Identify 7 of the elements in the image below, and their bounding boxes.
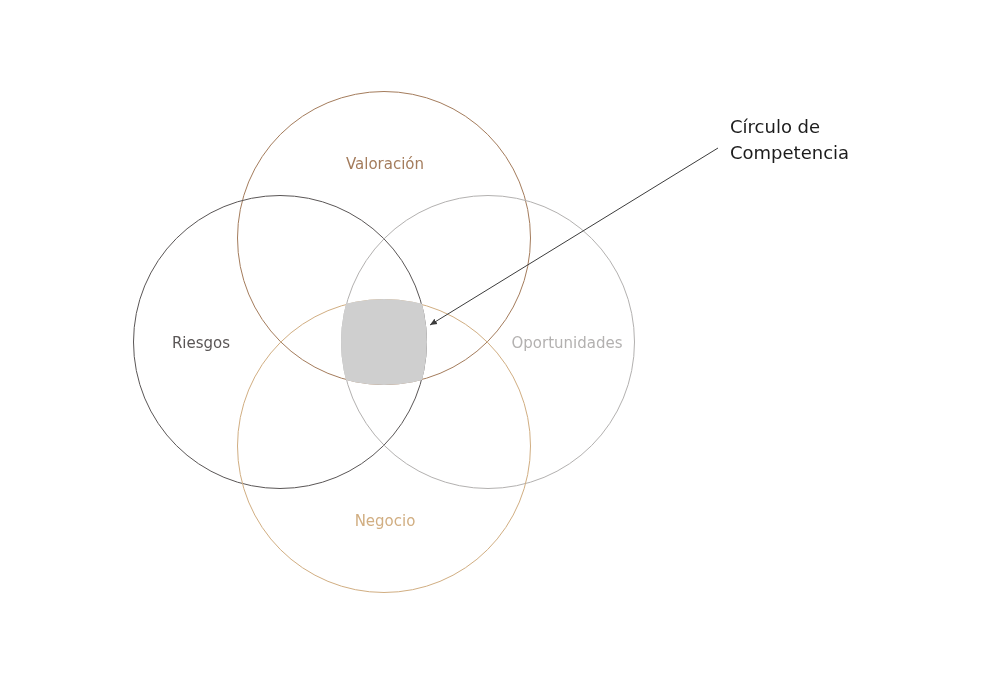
intersection-region — [341, 298, 428, 386]
leader-arrow — [429, 147, 719, 326]
circle-label: Valoración — [345, 153, 425, 175]
circle-label: Negocio — [354, 510, 416, 532]
circle-label: Riesgos — [171, 332, 231, 354]
callout-text: Círculo de Competencia — [730, 115, 851, 165]
circle-label: Oportunidades — [511, 332, 623, 354]
